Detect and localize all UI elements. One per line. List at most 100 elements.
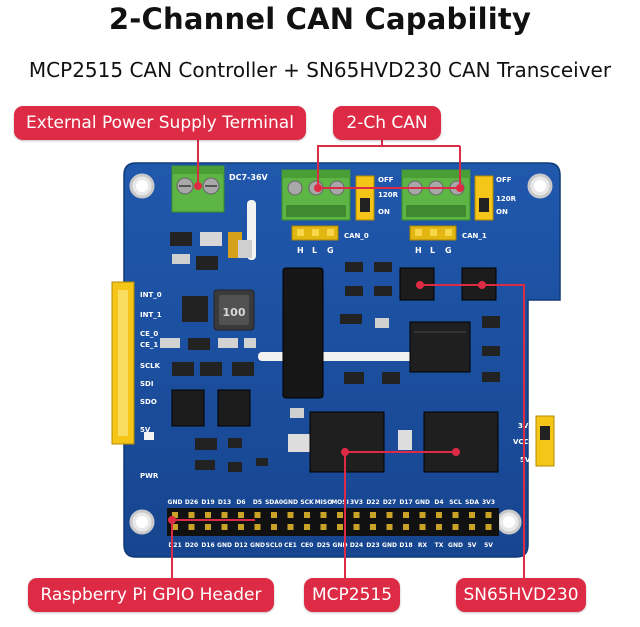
gpio-pin-label: D21 bbox=[168, 542, 181, 549]
side-pin-5v: 5V bbox=[140, 426, 151, 434]
callout-gpio-header: Raspberry Pi GPIO Header bbox=[28, 578, 274, 612]
callout-dots bbox=[168, 182, 486, 524]
gpio-pin bbox=[271, 512, 277, 518]
can1-l-label: L bbox=[430, 246, 435, 255]
can0-h-label: H bbox=[297, 246, 304, 255]
gpio-pin bbox=[436, 512, 442, 518]
mcp2515-chip-0 bbox=[309, 411, 385, 473]
can0-g-label: G bbox=[327, 246, 334, 255]
gpio-pin bbox=[353, 524, 360, 530]
gpio-pin bbox=[304, 524, 310, 530]
gpio-pin bbox=[238, 512, 244, 518]
isolator-ic bbox=[409, 321, 471, 373]
gpio-pin bbox=[172, 524, 178, 530]
gpio-pin bbox=[287, 524, 294, 530]
gpio-pin bbox=[485, 524, 492, 530]
gpio-pin-label: D12 bbox=[234, 542, 247, 549]
can0-l-label: L bbox=[312, 246, 317, 255]
gpio-pin bbox=[353, 512, 360, 518]
gpio-pin-label: 5V bbox=[484, 542, 493, 549]
gpio-pin bbox=[337, 512, 343, 518]
small-components bbox=[144, 232, 500, 472]
gpio-header-base bbox=[167, 508, 499, 536]
can1-on-label: ON bbox=[496, 208, 508, 216]
gpio-pin bbox=[386, 512, 393, 518]
gpio-pin-label: D5 bbox=[253, 499, 262, 506]
gpio-pin-label: GND bbox=[333, 542, 348, 549]
gpio-pin-label: GND bbox=[382, 542, 397, 549]
page-subtitle: MCP2515 CAN Controller + SN65HVD230 CAN … bbox=[28, 58, 612, 82]
gpio-pin bbox=[403, 512, 409, 518]
dc-voltage-label: DC7-36V bbox=[229, 173, 269, 182]
gpio-pin-label: 3V3 bbox=[350, 499, 363, 506]
page-title: 2-Channel CAN Capability bbox=[108, 2, 532, 36]
can1-g-label: G bbox=[445, 246, 452, 255]
gpio-pin-label: D19 bbox=[201, 499, 214, 506]
can1-hlg-header bbox=[409, 225, 457, 241]
gpio-pin-label: GND bbox=[250, 542, 265, 549]
can0-off-label: OFF bbox=[378, 176, 394, 184]
gpio-pin bbox=[337, 524, 343, 530]
mcp2515-chip-1 bbox=[423, 411, 499, 473]
gpio-pin-label: D27 bbox=[383, 499, 396, 506]
gpio-pin bbox=[386, 524, 393, 530]
gpio-pin bbox=[436, 524, 442, 530]
gpio-pin-label: D23 bbox=[366, 542, 379, 549]
gpio-pin-label: D24 bbox=[350, 542, 363, 549]
gpio-pin bbox=[221, 524, 228, 530]
gpio-pin bbox=[452, 524, 459, 530]
gpio-pin-label: D18 bbox=[399, 542, 412, 549]
gpio-pin bbox=[238, 524, 244, 530]
can1-h-label: H bbox=[415, 246, 422, 255]
side-pin-int1: INT_1 bbox=[140, 311, 162, 319]
gpio-pin-label: GND bbox=[415, 499, 430, 506]
gpio-pin-label: D13 bbox=[218, 499, 231, 506]
gpio-pin-label: D6 bbox=[236, 499, 245, 506]
gpio-pin-label: GND bbox=[217, 542, 232, 549]
isolation-module bbox=[282, 267, 324, 399]
voltage-label-5v: 5V bbox=[520, 456, 531, 464]
gpio-pin bbox=[188, 512, 195, 518]
gpio-pin-label: GND bbox=[448, 542, 463, 549]
gpio-pin bbox=[403, 524, 409, 530]
gpio-pin-label: D22 bbox=[366, 499, 379, 506]
gpio-pin-label: SCL0 bbox=[266, 542, 283, 549]
gpio-pin-label: GND bbox=[283, 499, 298, 506]
gpio-pin-label: SDA0 bbox=[265, 499, 283, 506]
gpio-pin-label: RX bbox=[418, 542, 428, 549]
gpio-pin bbox=[452, 512, 459, 518]
board-slot bbox=[258, 352, 418, 361]
can0-on-label: ON bbox=[378, 208, 390, 216]
gpio-pin-label: 5V bbox=[468, 542, 477, 549]
gpio-pin bbox=[271, 524, 277, 530]
gpio-pin bbox=[370, 512, 376, 518]
can0-120r-label: 120R bbox=[378, 191, 399, 199]
side-pin-sdi: SDI bbox=[140, 380, 153, 388]
inductor-marking: 100 bbox=[223, 306, 246, 319]
gpio-pin bbox=[254, 512, 261, 518]
gpio-header bbox=[167, 508, 499, 536]
voltage-select-jumper bbox=[535, 415, 555, 467]
can1-120r-jumper bbox=[474, 175, 494, 221]
gpio-pin bbox=[304, 512, 310, 518]
can1-off-label: OFF bbox=[496, 176, 512, 184]
can0-label: CAN_0 bbox=[344, 232, 369, 240]
gpio-pin-label: SDA bbox=[465, 499, 479, 506]
side-pin-header bbox=[111, 281, 135, 445]
gpio-pin bbox=[320, 512, 327, 518]
gpio-pin bbox=[469, 524, 475, 530]
power-inductor bbox=[213, 289, 255, 331]
gpio-pin bbox=[419, 524, 426, 530]
can0-hlg-header bbox=[291, 225, 339, 241]
gpio-pin-label: MISO bbox=[315, 499, 333, 506]
can1-120r-label: 120R bbox=[496, 195, 517, 203]
gpio-pin-label: D20 bbox=[185, 542, 198, 549]
gpio-pin bbox=[254, 524, 261, 530]
gpio-pin-label: SCL bbox=[449, 499, 462, 506]
gpio-pin bbox=[172, 512, 178, 518]
gpio-pin bbox=[485, 512, 492, 518]
gpio-pin bbox=[419, 512, 426, 518]
